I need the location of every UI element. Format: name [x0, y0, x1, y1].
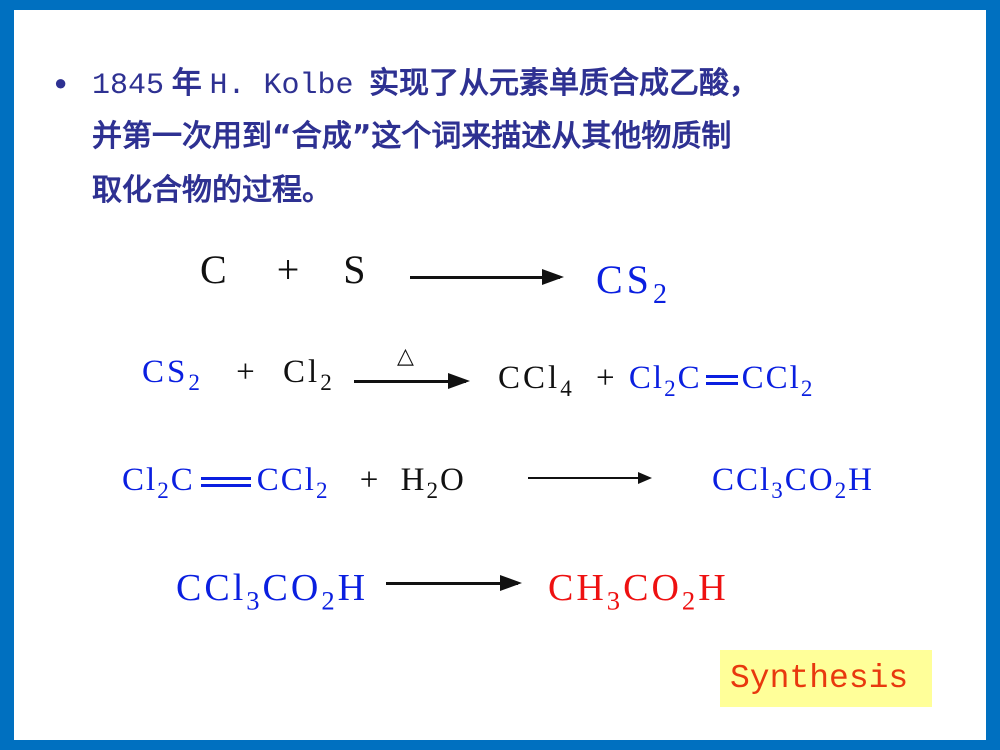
formula-part: CCl	[176, 567, 247, 609]
person-name: H. Kolbe	[209, 69, 354, 103]
slide: ● 1845 年 H. Kolbe 实现了从元素单质合成乙酸， 并第一次用到“合…	[14, 10, 986, 740]
reactant-c: C	[200, 247, 227, 292]
plus-sign: +	[276, 247, 300, 292]
formula-sub: 4	[560, 375, 575, 402]
formula-sub: 2	[320, 369, 335, 396]
equation-1-product: CS2	[596, 256, 671, 308]
arrow-icon	[528, 472, 652, 484]
formula-main: Cl	[283, 354, 321, 390]
arrow-icon	[386, 575, 522, 591]
equation-4-product: CH3CO2H	[548, 566, 729, 614]
water: H2O	[400, 462, 466, 502]
bullet-line-3: 取化合物的过程。	[92, 173, 332, 208]
formula-sub: 3	[771, 477, 785, 504]
formula-part: O	[440, 462, 466, 498]
formula-sub: 2	[681, 585, 699, 616]
synthesis-tag: Synthesis	[720, 650, 932, 707]
year: 1845	[92, 69, 165, 103]
formula-part: CO	[262, 567, 322, 609]
bullet-icon: ●	[54, 70, 68, 95]
formula-part: H	[698, 567, 729, 609]
formula-sub: 2	[664, 375, 678, 402]
formula-sub: 2	[426, 477, 441, 504]
formula-part: C	[170, 462, 195, 498]
plus-sign: +	[236, 354, 255, 390]
double-bond-icon	[705, 375, 738, 386]
equation-3-product: CCl3CO2H	[712, 462, 874, 502]
formula-sub: 3	[606, 585, 624, 616]
formula-sub: 2	[157, 477, 171, 504]
double-bond-icon	[200, 477, 251, 488]
line1-text: 实现了从元素单质合成乙酸，	[369, 66, 760, 101]
formula-part: Cl	[628, 360, 665, 396]
bullet-line-2: 并第一次用到“合成”这个词来描述从其他物质制	[92, 119, 732, 154]
formula-sub: 2	[800, 375, 815, 402]
formula-part: CCl	[256, 462, 316, 498]
year-char: 年	[171, 66, 202, 101]
arrow-icon	[410, 269, 564, 285]
formula-part: CH	[548, 567, 607, 609]
formula-main: CS	[142, 354, 189, 390]
formula-part: H	[400, 462, 427, 498]
formula-part: CCl	[712, 462, 772, 498]
plus-sign: +	[359, 462, 379, 498]
formula-part: C	[677, 360, 702, 396]
formula-part: CO	[623, 567, 682, 609]
equation-1-reactants: C + S	[200, 246, 366, 293]
formula-part: CO	[784, 462, 835, 498]
formula-sub: 2	[315, 477, 330, 504]
formula-part: H	[848, 462, 874, 498]
arrow-icon	[354, 373, 470, 389]
cl2: Cl2	[283, 354, 335, 394]
formula-sub: 2	[188, 369, 203, 396]
bullet-line-1: 1845 年 H. Kolbe 实现了从元素单质合成乙酸，	[92, 56, 759, 110]
formula-sub: 2	[321, 585, 338, 616]
formula-part: Cl	[122, 462, 158, 498]
formula-main: CCl	[498, 360, 561, 396]
formula-part: H	[337, 567, 369, 609]
formula-sub: 2	[834, 477, 849, 504]
formula-main: CS	[596, 257, 653, 302]
heat-delta-icon: △	[397, 344, 414, 369]
formula-sub: 2	[652, 278, 671, 310]
equation-2: CS2 + Cl2	[142, 354, 335, 394]
reactant-s: S	[343, 247, 366, 292]
cs2: CS2	[142, 354, 214, 394]
plus-sign: +	[596, 360, 615, 396]
equation-4-reactant: CCl3CO2H	[176, 566, 369, 614]
formula-sub: 3	[246, 585, 263, 616]
ccl4: CCl4	[498, 360, 586, 400]
formula-part: CCl	[741, 360, 801, 396]
